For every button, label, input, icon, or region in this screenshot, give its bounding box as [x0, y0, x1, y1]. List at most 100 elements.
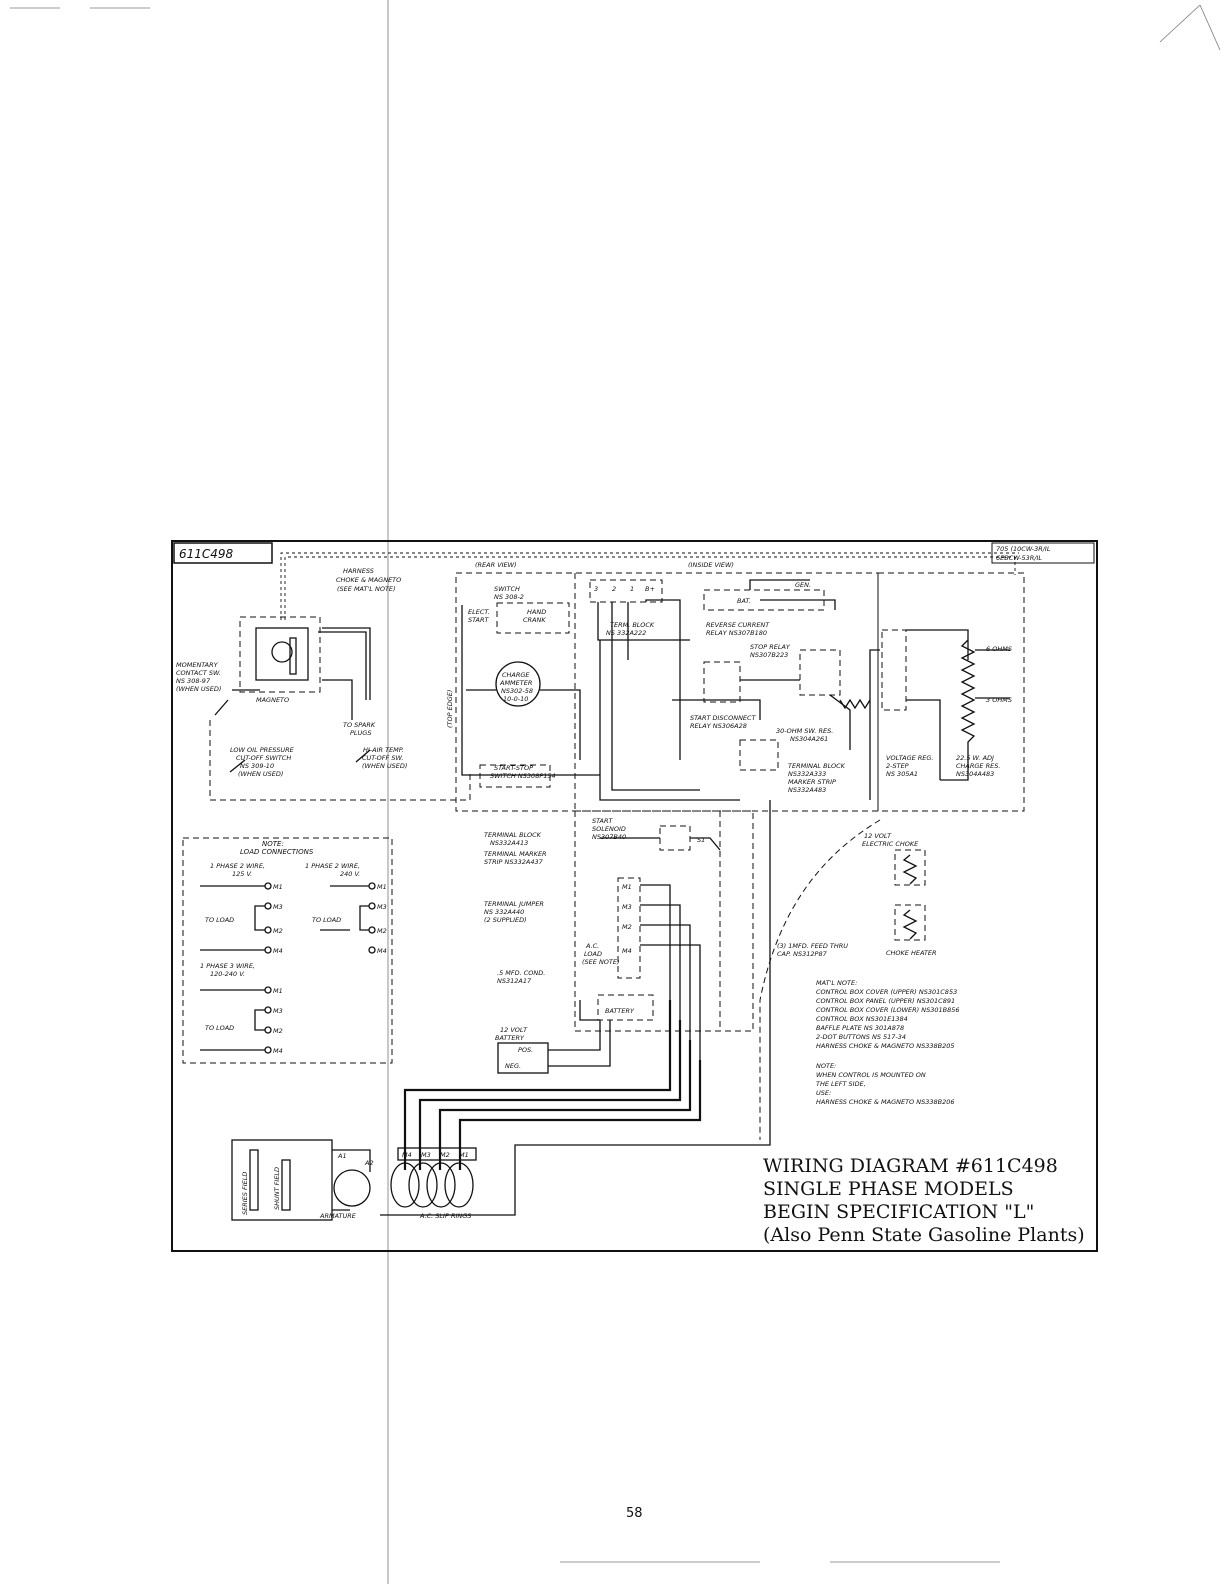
start-solenoid-label-2: SOLENOID	[592, 825, 626, 833]
low-oil-label-2: CUT-OFF SWITCH	[236, 754, 291, 762]
series-field-label: SERIES FIELD	[241, 1172, 249, 1215]
matl-note-line-4: CONTROL BOX COVER (LOWER) NS301B856	[816, 1006, 960, 1014]
a1-label: A1	[337, 1152, 347, 1160]
adj-charge-label-1: 22.5 W. ADJ	[956, 754, 994, 762]
phase-3wire-label-1: 1 PHASE 3 WIRE,	[200, 962, 255, 970]
relay-section	[589, 579, 871, 801]
mfd-cond-label-2: NS312A17	[497, 977, 532, 985]
electric-choke	[759, 819, 926, 1140]
to-load-c: TO LOAD	[205, 1024, 234, 1032]
material-notes: MAT'L NOTE: CONTROL BOX COVER (UPPER) NS…	[816, 979, 960, 1106]
rear-view-label: (REAR VIEW)	[475, 561, 517, 569]
choke-heater-label: CHOKE HEATER	[886, 949, 937, 957]
title-line-4: (Also Penn State Gasoline Plants)	[763, 1224, 1085, 1246]
voltage-reg-label-1: VOLTAGE REG.	[886, 754, 934, 762]
tb-top-3: 3	[594, 585, 598, 593]
mount-note-line-2: WHEN CONTROL IS MOUNTED ON	[816, 1071, 926, 1079]
magneto-assembly	[232, 616, 371, 720]
top-edge-label: (TOP EDGE)	[446, 690, 454, 728]
m3-tb: M3	[622, 903, 632, 911]
tb-top-1: 1	[630, 585, 634, 593]
phase-240-label-1: 1 PHASE 2 WIRE,	[305, 862, 360, 870]
start-disconnect-label-1: START DISCONNECT	[690, 714, 757, 722]
phase-3wire-label-2: 120-240 V.	[210, 970, 245, 978]
ref-number: 611C498	[179, 547, 234, 561]
slip-m4: M4	[402, 1151, 412, 1159]
ac-load-label-2: LOAD	[584, 950, 602, 958]
terminal-marker-label-1: TERMINAL MARKER	[484, 850, 547, 858]
switch-and-ammeter	[461, 602, 600, 788]
hi-air-label-2: CUT-OFF SW.	[362, 754, 403, 762]
low-oil-label-4: (WHEN USED)	[238, 770, 283, 778]
term-block-top-label-1: TERM. BLOCK	[610, 621, 655, 629]
six-ohms-label: 6 OHMS	[986, 645, 1012, 653]
slip-rings-label: A.C. SLIP RINGS	[419, 1212, 471, 1220]
momentary-label-3: NS 308-97	[176, 677, 211, 685]
s1-label: S1	[697, 836, 705, 844]
hi-air-label-1: HI-AIR TEMP.	[363, 746, 404, 754]
lower-control-box	[574, 810, 754, 1032]
charge-ammeter-label-3: NS302-58	[501, 687, 533, 695]
m4-b: M4	[377, 947, 387, 955]
shunt-field-label: SHUNT FIELD	[273, 1167, 281, 1210]
elect-start-label-1: ELECT.	[468, 608, 490, 616]
diagram-frame	[171, 540, 1098, 1252]
terminal-block-l-label-2: NS332A413	[490, 839, 528, 847]
m2-tb: M2	[622, 923, 632, 931]
momentary-label-2: CONTACT SW.	[176, 669, 221, 677]
charge-ammeter-label-2: AMMETER	[499, 679, 532, 687]
m2-c: M2	[273, 1027, 283, 1035]
harness-label-1: HARNESS	[343, 567, 374, 575]
start-solenoid-label-1: START	[592, 817, 613, 825]
scan-artifacts	[10, 0, 1221, 1584]
stop-relay-label-2: NS307B223	[750, 651, 788, 659]
terminal-jumper-label-2: NS 332A440	[484, 908, 524, 916]
start-stop-label-1: START-STOP	[494, 764, 533, 772]
start-solenoid-label-3: NS307B40	[592, 833, 626, 841]
ac-load-label-3: (SEE NOTE)	[582, 958, 620, 966]
matl-note-line-6: BAFFLE PLATE NS 301A878	[816, 1024, 904, 1032]
pos-label: POS.	[518, 1046, 533, 1054]
matl-note-line-2: CONTROL BOX COVER (UPPER) NS301C853	[816, 988, 957, 996]
terminal-marker-label-2: STRIP NS332A437	[484, 858, 544, 866]
ref-number-box	[173, 542, 273, 564]
battery-label: BATTERY	[605, 1007, 635, 1015]
matl-note-line-7: 2-DOT BUTTONS NS 517-34	[816, 1033, 906, 1041]
charge-ammeter-label-1: CHARGE	[502, 671, 530, 679]
model-tag-line-2: 6EBCW-53R/IL	[996, 554, 1042, 562]
charge-ammeter-label-4: 10-0-10	[503, 695, 528, 703]
m2-b: M2	[377, 927, 387, 935]
ac-load-label-1: A.C.	[585, 942, 599, 950]
m3-a: M3	[273, 903, 283, 911]
three-ohms-label: 3 OHMS	[986, 696, 1012, 704]
m4-a: M4	[273, 947, 283, 955]
harness-route	[280, 552, 1019, 620]
model-tag-line-1: 705 (10CW-3R/IL	[996, 545, 1051, 553]
cutoff-switch-wiring	[209, 720, 471, 801]
tb-top-2: 2	[612, 585, 616, 593]
ohm-sw-res-label-2: NS304A261	[790, 735, 828, 743]
m3-b: M3	[377, 903, 387, 911]
matl-note-line-1: MAT'L NOTE:	[816, 979, 857, 987]
m1-a: M1	[273, 883, 283, 891]
low-oil-label-3: NS 309-10	[240, 762, 274, 770]
battery-12v	[497, 1020, 611, 1074]
switch-label-1: SWITCH	[494, 585, 520, 593]
voltage-reg-label-3: NS 305A1	[886, 770, 918, 778]
m4-c: M4	[273, 1047, 283, 1055]
load-connections-box	[182, 837, 393, 1064]
twelve-volt-choke-label-1: 12 VOLT	[864, 832, 892, 840]
term-block-top-label-2: NS 332A222	[606, 629, 646, 637]
to-spark-label-1: TO SPARK	[343, 721, 376, 729]
tb-top-bplus: B+	[645, 585, 655, 593]
bat-label: BAT.	[737, 597, 751, 605]
low-oil-label-1: LOW OIL PRESSURE	[230, 746, 295, 754]
reverse-current-label-1: REVERSE CURRENT	[706, 621, 770, 629]
m1-tb: M1	[622, 883, 632, 891]
load-connection-schematics	[200, 882, 376, 1054]
terminal-block-r-label-1: TERMINAL BLOCK	[788, 762, 846, 770]
armature-label: ARMATURE	[319, 1212, 357, 1220]
twelve-volt-battery-label-1: 12 VOLT	[500, 1026, 528, 1034]
regulator-box	[877, 572, 1025, 812]
to-spark-label-2: PLUGS	[350, 729, 371, 737]
